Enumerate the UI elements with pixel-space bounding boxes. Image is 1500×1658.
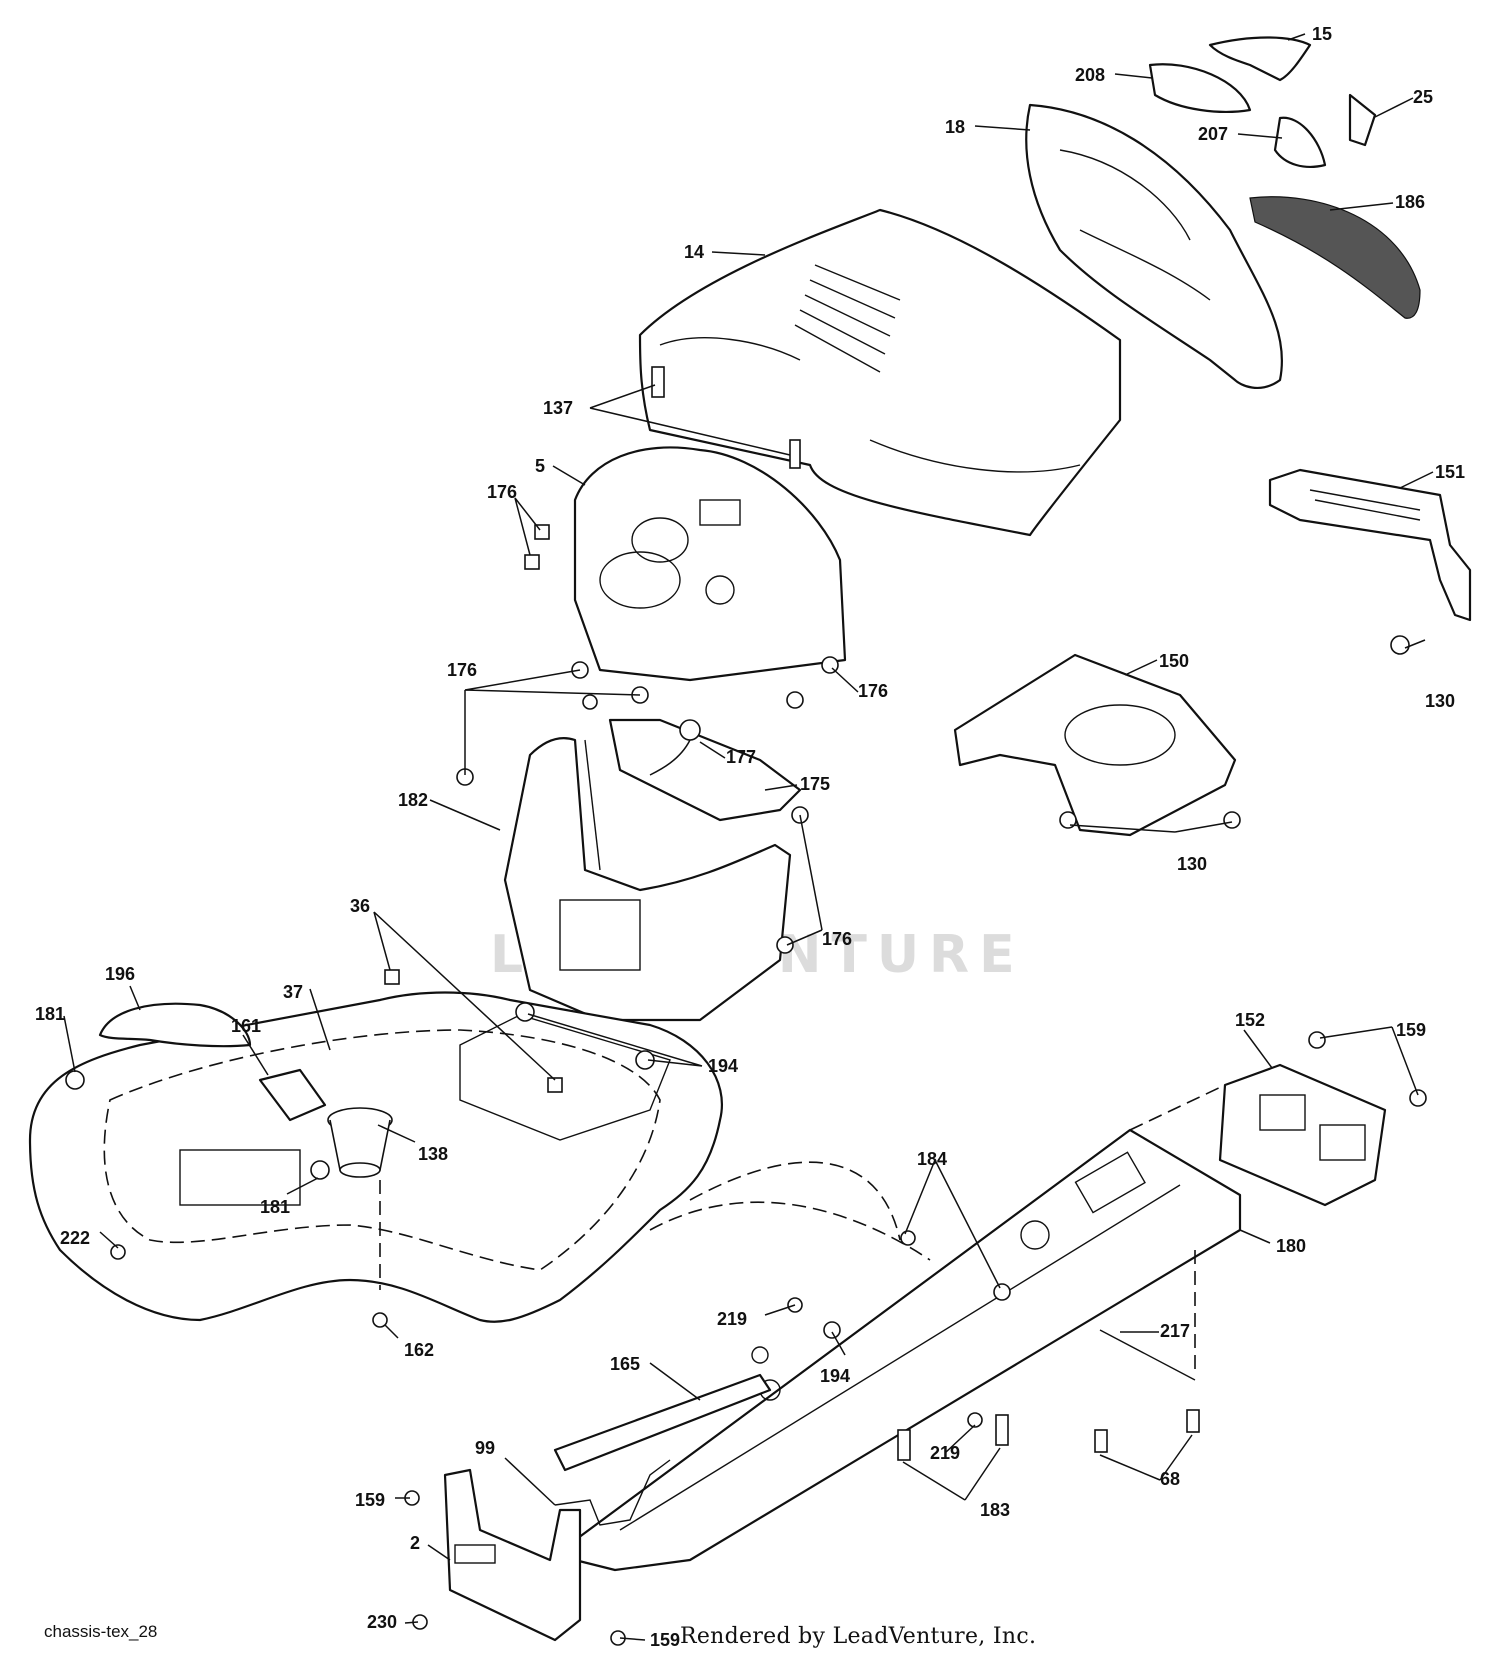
callout-176-a: 176 <box>487 482 517 502</box>
callout-162: 162 <box>404 1340 434 1360</box>
headlight-part-207 <box>1273 116 1327 168</box>
linkage-part-99 <box>554 1459 671 1526</box>
headlight-part-208 <box>1148 63 1252 113</box>
callout-176-c: 176 <box>447 660 477 680</box>
callout-36: 36 <box>350 896 370 916</box>
callout-leaders <box>63 33 1434 1641</box>
callout-176-d: 176 <box>822 929 852 949</box>
hood-front-part-18 <box>1025 103 1284 390</box>
rod-part-165 <box>553 1373 772 1472</box>
rod-part-217 <box>1099 1329 1196 1381</box>
callout-labels: 15 208 25 18 207 186 14 137 5 176 151 17… <box>35 24 1465 1650</box>
bracket-part-151 <box>1268 468 1472 622</box>
callout-196: 196 <box>105 964 135 984</box>
trim-part-196 <box>98 1002 252 1048</box>
dash-lower-part-182 <box>503 737 792 1022</box>
callout-165: 165 <box>610 1354 640 1374</box>
callout-25: 25 <box>1413 87 1433 107</box>
callout-181-a: 181 <box>35 1004 65 1024</box>
grille-part-186 <box>1249 196 1421 319</box>
callout-222: 222 <box>60 1228 90 1248</box>
callout-159-c: 159 <box>650 1630 680 1650</box>
callout-219-a: 219 <box>717 1309 747 1329</box>
callout-68: 68 <box>1160 1469 1180 1489</box>
callout-18: 18 <box>945 117 965 137</box>
front-bracket-part-2 <box>443 1468 582 1642</box>
bracket-part-175 <box>608 718 802 822</box>
callout-99: 99 <box>475 1438 495 1458</box>
callout-137: 137 <box>543 398 573 418</box>
callout-14: 14 <box>684 242 704 262</box>
callout-194-b: 194 <box>820 1366 850 1386</box>
pedal-part-161 <box>258 1068 327 1122</box>
callout-186: 186 <box>1395 192 1425 212</box>
callout-184: 184 <box>917 1149 947 1169</box>
callout-2: 2 <box>410 1533 420 1553</box>
callout-130-b: 130 <box>1177 854 1207 874</box>
callout-15: 15 <box>1312 24 1332 44</box>
grommet-part-138 <box>327 1107 393 1178</box>
lens-part-25 <box>1348 93 1377 147</box>
callout-37: 37 <box>283 982 303 1002</box>
dash-panel-part-5 <box>573 446 847 682</box>
callout-130-a: 130 <box>1425 691 1455 711</box>
callout-217: 217 <box>1160 1321 1190 1341</box>
render-credit: Rendered by LeadVenture, Inc. <box>680 1624 1037 1649</box>
diagram-id-label: chassis-tex_28 <box>44 1622 158 1641</box>
callout-181-b: 181 <box>260 1197 290 1217</box>
callout-175: 175 <box>800 774 830 794</box>
callout-183: 183 <box>980 1500 1010 1520</box>
callout-182: 182 <box>398 790 428 810</box>
deflector-part-150 <box>953 653 1237 837</box>
callout-5: 5 <box>535 456 545 476</box>
callout-207: 207 <box>1198 124 1228 144</box>
bracket-part-152 <box>1218 1063 1387 1207</box>
callout-230: 230 <box>367 1612 397 1632</box>
hood-part-14 <box>638 208 1122 537</box>
callout-176-b: 176 <box>858 681 888 701</box>
callout-180: 180 <box>1276 1236 1306 1256</box>
callout-177: 177 <box>726 747 756 767</box>
callout-159-b: 159 <box>355 1490 385 1510</box>
callout-208: 208 <box>1075 65 1105 85</box>
headlight-cover-part-15 <box>1208 36 1312 82</box>
grommet-part-177 <box>649 719 701 776</box>
callout-161: 161 <box>231 1016 261 1036</box>
callout-159-a: 159 <box>1396 1020 1426 1040</box>
callout-194-a: 194 <box>708 1056 738 1076</box>
callout-152: 152 <box>1235 1010 1265 1030</box>
callout-151: 151 <box>1435 462 1465 482</box>
assembly-dashed-lines <box>379 1084 1226 1370</box>
callout-150: 150 <box>1159 651 1189 671</box>
callout-219-b: 219 <box>930 1443 960 1463</box>
callout-138: 138 <box>418 1144 448 1164</box>
